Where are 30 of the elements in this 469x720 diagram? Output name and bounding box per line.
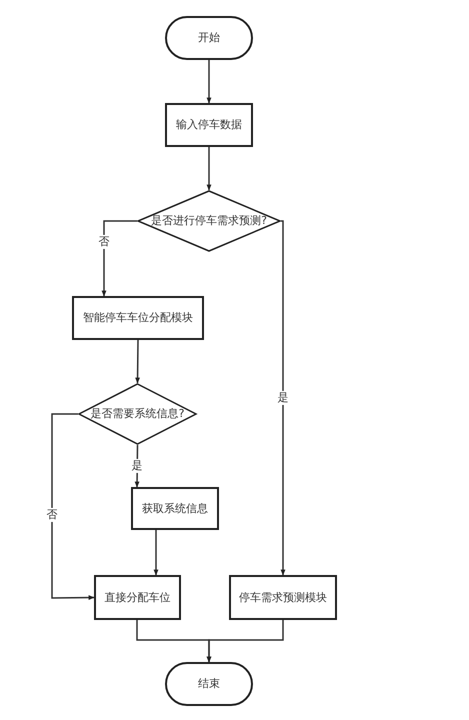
arrow	[206, 620, 284, 663]
node-label: 输入停车数据	[176, 118, 242, 132]
edge-label: 是	[278, 390, 288, 406]
arrow	[135, 340, 140, 384]
edge-label: 否	[46, 508, 58, 522]
arrow	[206, 147, 212, 191]
process-box	[165, 103, 253, 147]
arrow	[154, 530, 158, 576]
process-box	[131, 487, 219, 530]
edge-label: 是	[132, 458, 142, 474]
node-label: 开始	[198, 31, 220, 45]
decision-diamond	[78, 383, 197, 445]
arrow	[51, 413, 95, 600]
node-label: 是否需要系统信息?	[90, 407, 184, 421]
terminal-shape	[165, 16, 253, 60]
node-label: 智能停车车位分配模块	[83, 311, 193, 325]
process-box	[94, 575, 181, 620]
process-box	[229, 575, 337, 620]
node-label: 停车需求预测模块	[239, 590, 327, 604]
process-box	[72, 296, 204, 340]
terminal-shape	[165, 662, 253, 706]
node-label: 直接分配车位	[104, 590, 170, 604]
decision-diamond	[137, 190, 281, 252]
arrow	[280, 220, 286, 576]
node-label: 结束	[198, 677, 220, 691]
arrow	[206, 60, 212, 104]
edge-label: 否	[98, 234, 110, 250]
arrow	[102, 220, 137, 297]
node-label: 获取系统信息	[142, 502, 208, 516]
node-label: 是否进行停车需求预测?	[151, 214, 267, 228]
